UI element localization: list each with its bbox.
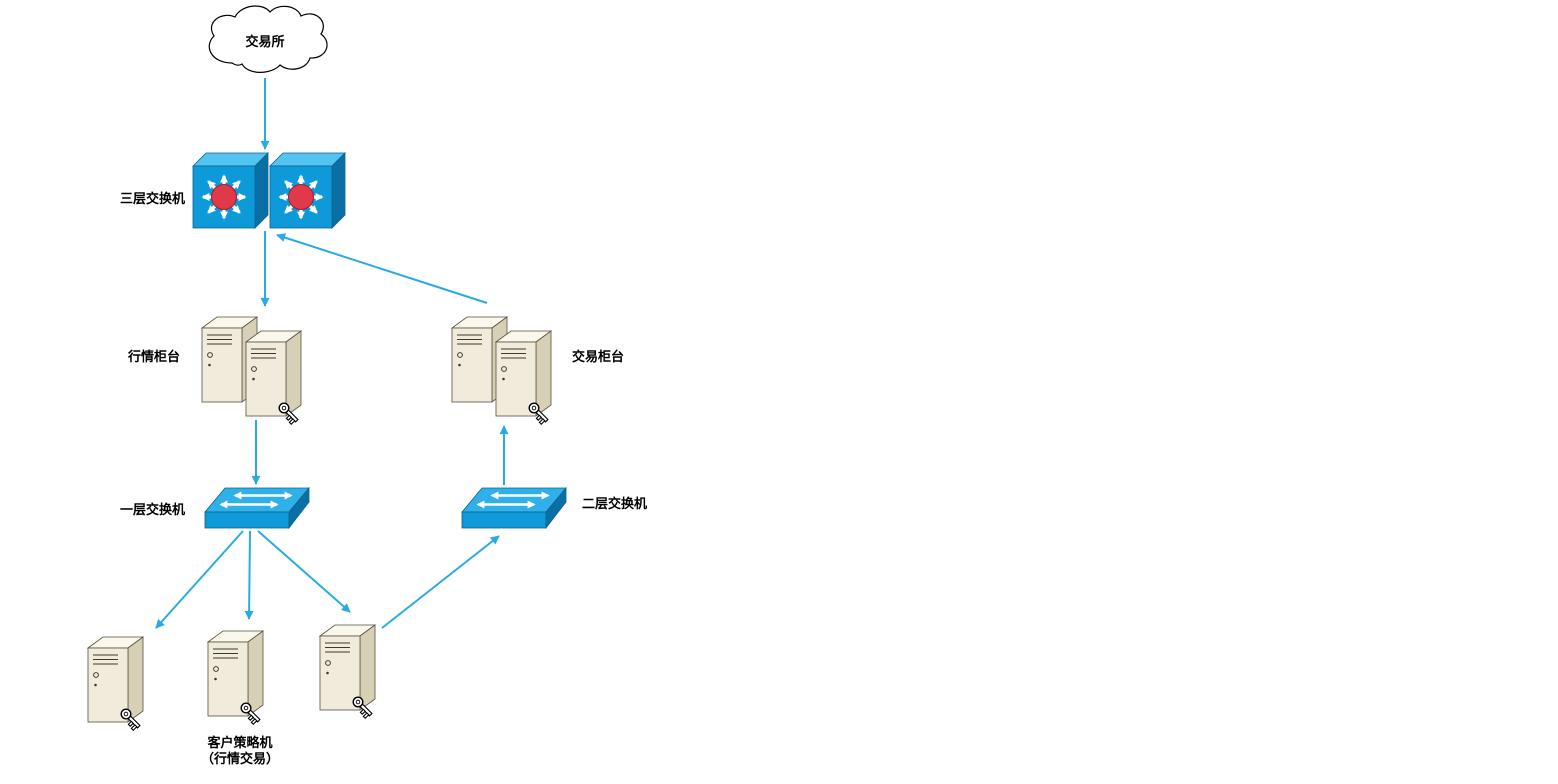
edge-right-server-to-layer2switch <box>381 535 500 629</box>
node-layer2-switch: 二层交换机 <box>462 488 647 528</box>
server-icon <box>320 625 375 719</box>
workgroup-switch-icon <box>462 488 566 528</box>
layer3-switch-label: 三层交换机 <box>120 191 185 206</box>
node-client-right-server <box>320 625 375 719</box>
node-trade-counter: 交易柜台 <box>452 317 624 425</box>
node-client-strategy-server: 客户策略机 （行情交易） <box>201 631 279 766</box>
server-pair-icon <box>202 317 301 425</box>
market-counter-label: 行情柜台 <box>127 349 180 364</box>
trade-counter-label: 交易柜台 <box>572 349 624 364</box>
edge-layer1switch-to-strategy-server <box>244 530 254 620</box>
exchange-cloud-label: 交易所 <box>245 34 284 49</box>
layer2-switch-label: 二层交换机 <box>582 496 647 511</box>
layer1-switch-label: 一层交换机 <box>120 502 185 517</box>
workgroup-switch-icon <box>205 488 309 528</box>
cloud-icon <box>208 5 328 73</box>
server-icon <box>208 631 263 725</box>
edge-layer1switch-to-left-server <box>155 530 244 629</box>
node-market-counter: 行情柜台 <box>127 317 301 425</box>
node-layer3-switch: 三层交换机 <box>120 153 345 228</box>
node-client-left-server <box>88 637 143 731</box>
layer3-switch-icon <box>193 153 268 228</box>
edge-trade-to-layer3switch <box>276 233 488 304</box>
edge-layer1switch-to-right-server <box>257 530 351 613</box>
server-icon <box>88 637 143 731</box>
client-strategy-label-line1: 客户策略机 <box>207 735 272 750</box>
server-pair-icon <box>452 317 551 425</box>
connectors <box>155 78 509 629</box>
node-layer1-switch: 一层交换机 <box>120 488 309 528</box>
client-strategy-label-line2: （行情交易） <box>201 751 279 766</box>
node-exchange-cloud: 交易所 <box>208 5 328 73</box>
layer3-switch-icon <box>270 153 345 228</box>
